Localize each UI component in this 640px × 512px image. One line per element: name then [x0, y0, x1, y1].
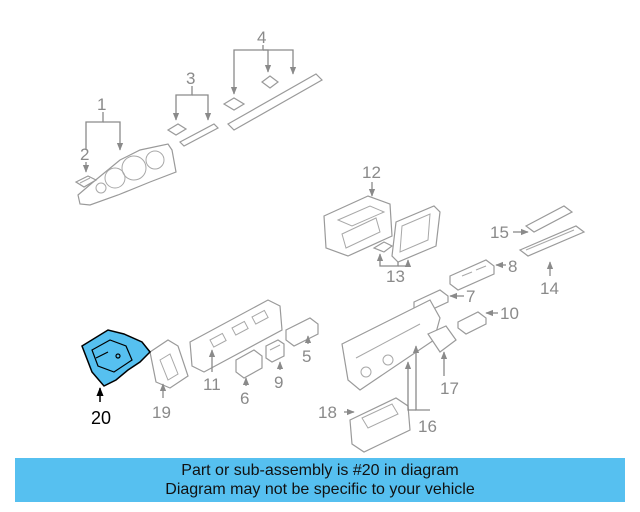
part-8-switch-bezel [449, 259, 495, 291]
part-20-selected-panel [81, 329, 152, 387]
callout-17: 17 [440, 379, 459, 398]
part-4-upper-trim [222, 73, 323, 131]
callout-4: 4 [257, 28, 266, 47]
part-12-center-bezel [323, 195, 393, 257]
parts-diagram: 1 2 3 4 5 6 7 8 9 10 11 12 13 14 15 16 1… [74, 28, 586, 453]
callout-7: 7 [466, 287, 475, 306]
callout-9: 9 [274, 373, 283, 392]
callout-13: 13 [386, 267, 405, 286]
part-9-switch [265, 339, 285, 363]
part-5-cover [285, 317, 319, 347]
callout-3: 3 [186, 69, 195, 88]
callout-6: 6 [240, 389, 249, 408]
part-19-side-cover [149, 339, 189, 389]
part-14-trim-panel [518, 225, 586, 257]
callout-5: 5 [302, 347, 311, 366]
part-2-clip [74, 175, 98, 188]
part-17-bracket [427, 325, 457, 353]
part-10-cover [457, 311, 487, 335]
callout-15: 15 [490, 223, 509, 242]
callout-1: 1 [97, 95, 106, 114]
info-banner: Part or sub-assembly is #20 in diagram D… [15, 458, 625, 502]
callout-labels: 1 2 3 4 5 6 7 8 9 10 11 12 13 14 15 16 1… [80, 28, 559, 436]
part-6-switch-blank [235, 349, 263, 379]
leader-lines [82, 45, 554, 416]
banner-line-2: Diagram may not be specific to your vehi… [165, 481, 475, 498]
callout-14: 14 [540, 279, 559, 298]
part-3-trim-strip [166, 123, 219, 147]
callout-2: 2 [80, 145, 89, 164]
part-1-cluster-bezel [77, 143, 177, 206]
part-13-display [372, 205, 441, 263]
part-18-glove-box [349, 397, 411, 453]
part-15-trim [524, 205, 574, 233]
part-16-lower-carrier [341, 299, 441, 391]
callout-16: 16 [418, 417, 437, 436]
callout-12: 12 [362, 163, 381, 182]
callout-10: 10 [500, 304, 519, 323]
callout-8: 8 [508, 257, 517, 276]
callout-20-selected: 20 [91, 408, 111, 428]
callout-19: 19 [152, 403, 171, 422]
callout-11: 11 [203, 375, 221, 394]
callout-18: 18 [318, 403, 337, 422]
banner-line-1: Part or sub-assembly is #20 in diagram [181, 462, 459, 479]
